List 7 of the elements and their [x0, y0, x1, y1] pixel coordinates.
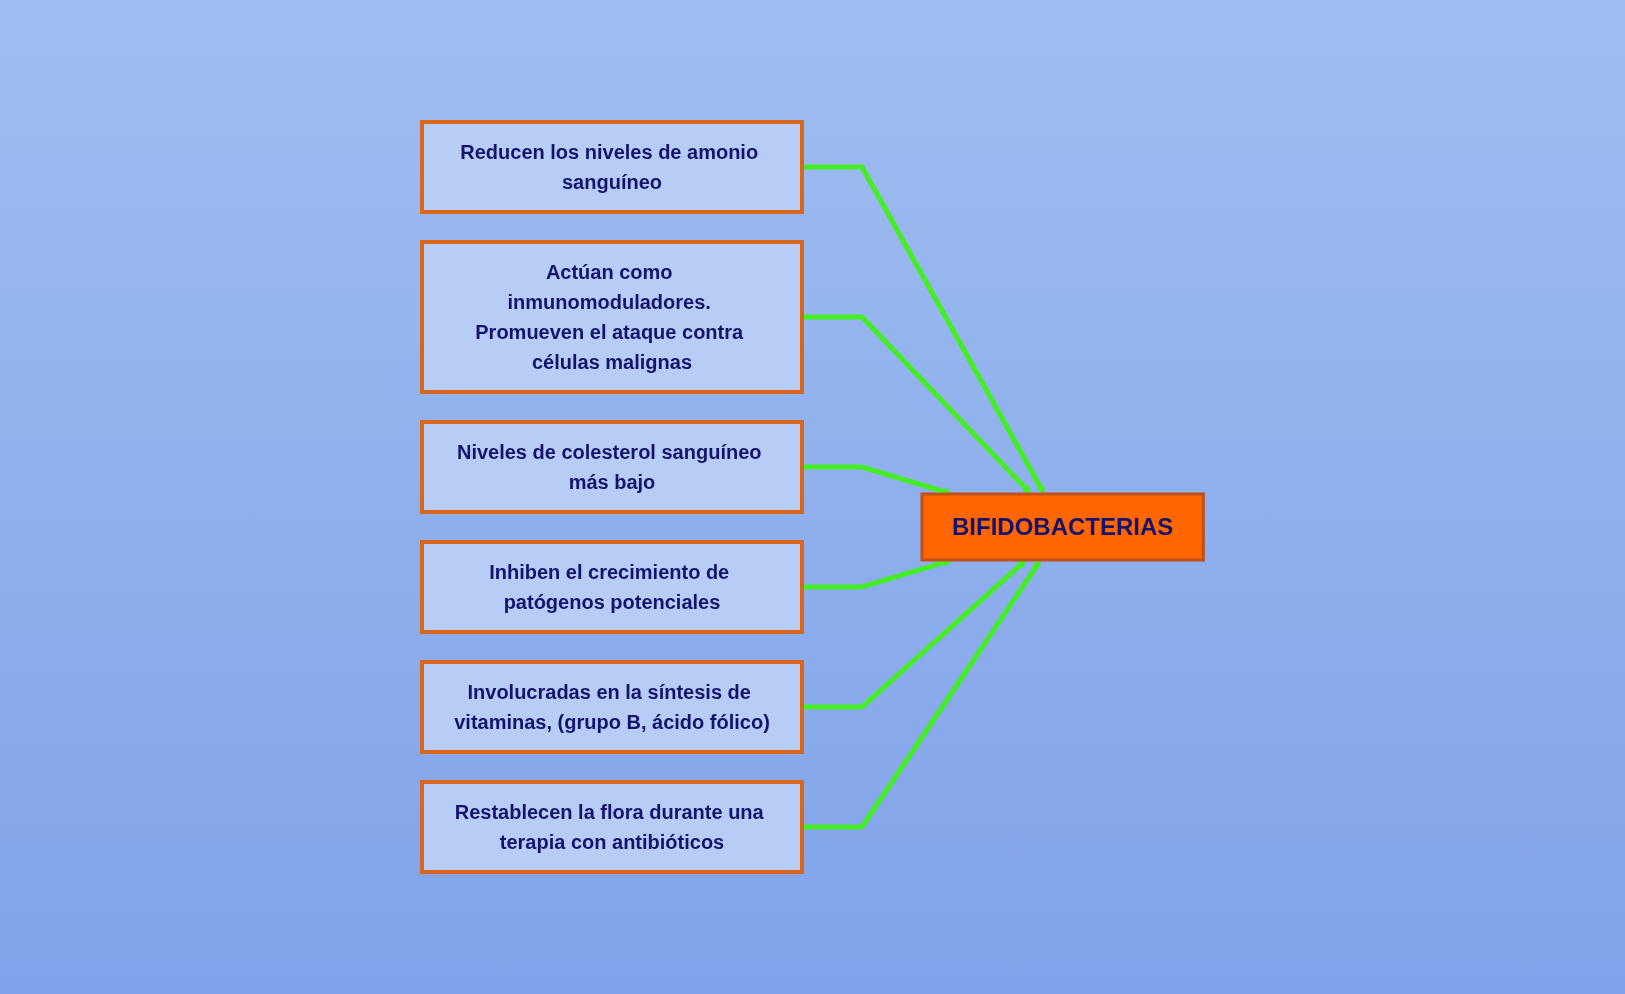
node-box: Actúan como inmunomoduladores. Promueven el ataque contra células malignas — [419, 240, 804, 394]
node-box: BIFIDOBACTERIAS — [920, 492, 1205, 562]
node-box: Niveles de colesterol sanguíneo más bajo — [419, 420, 804, 514]
node-box: Inhiben el crecimiento de patógenos potenciales — [419, 540, 804, 634]
node-box: Involucradas en la síntesis de vitaminas, (grupo B, ácido fólico) — [419, 660, 804, 754]
node-box: Reducen los niveles de amonio sanguíneo — [419, 120, 804, 214]
node-box: Restablecen la flora durante una terapia con antibióticos — [419, 780, 804, 874]
